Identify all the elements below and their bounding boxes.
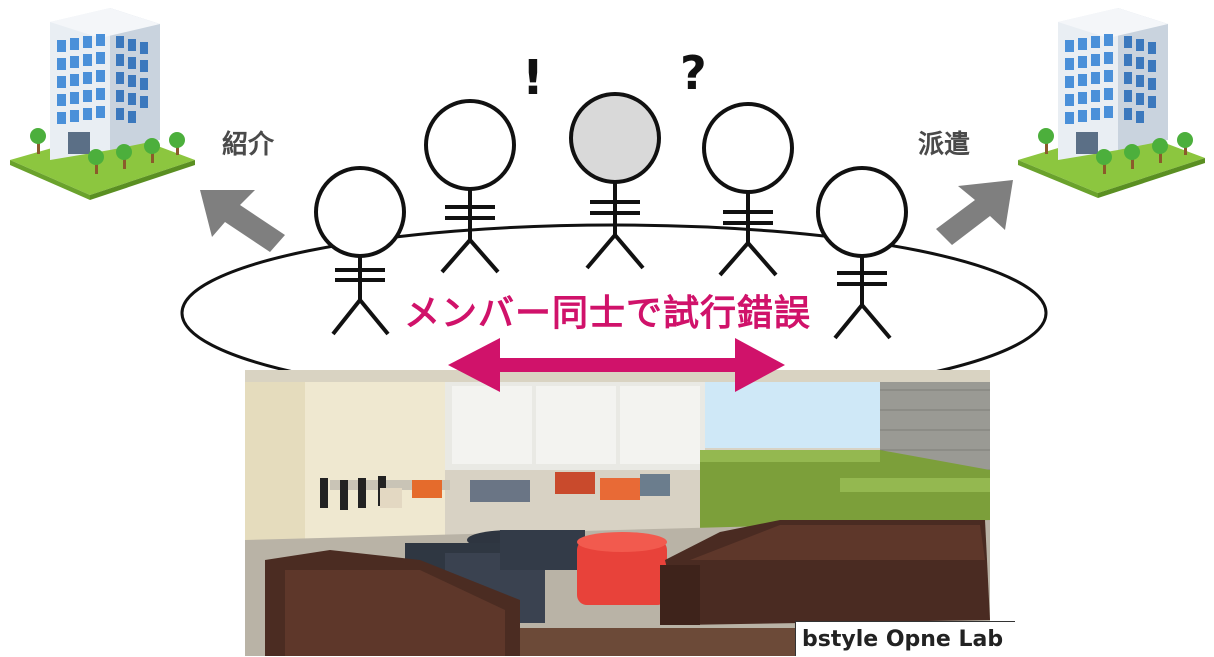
photo-caption: bstyle Opne Lab [795,621,1015,656]
arrow-left-up-icon [200,190,285,252]
stick-figure-2 [424,99,516,274]
office-building-icon-right [1018,8,1205,198]
arrow-right-up-icon [936,180,1013,245]
question-mark: ? [680,46,707,100]
stick-figure-5 [816,166,908,340]
exclamation-mark: ! [522,50,544,106]
stick-figure-3 [569,92,661,270]
double-arrow-icon [448,338,785,392]
introduction-label: 紹介 [222,130,275,160]
dispatch-label: 派遣 [918,130,971,160]
office-photo [245,370,990,656]
stick-figure-4 [702,102,794,277]
office-building-icon-left [10,8,195,200]
trial-and-error-caption: メンバー同士で試行錯誤 [404,293,812,334]
stick-figure-1 [314,166,406,336]
